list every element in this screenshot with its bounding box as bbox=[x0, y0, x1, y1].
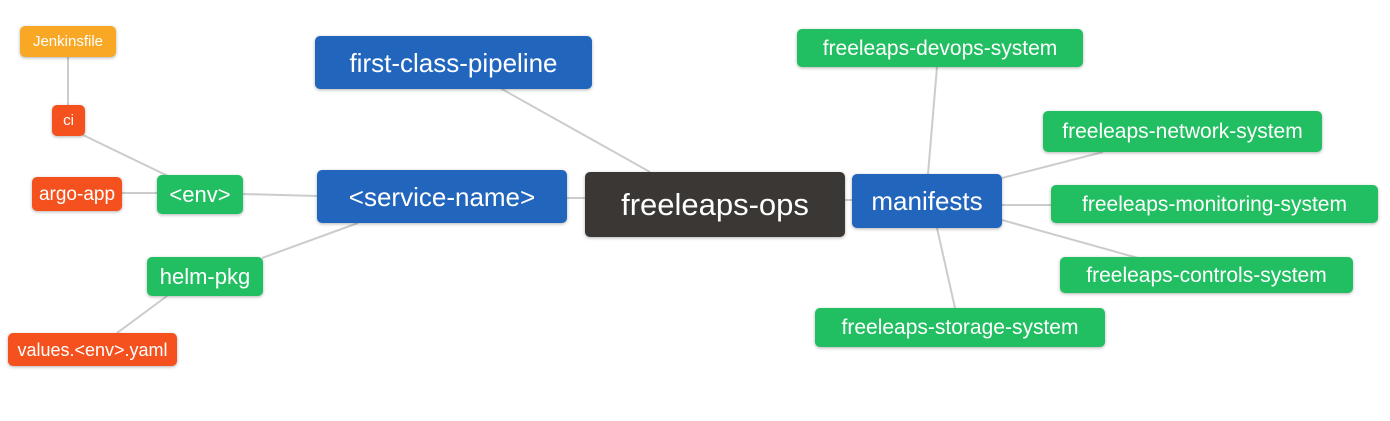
edge-values-helm-pkg bbox=[116, 295, 168, 334]
node-freeleaps-storage-system[interactable]: freeleaps-storage-system bbox=[815, 308, 1105, 347]
edge-manifests-devops bbox=[927, 66, 938, 175]
node-values-env-yaml[interactable]: values.<env>.yaml bbox=[8, 333, 177, 366]
node-freeleaps-ops[interactable]: freeleaps-ops bbox=[585, 172, 845, 237]
node-env[interactable]: <env> bbox=[157, 175, 243, 214]
edge-manifests-storage bbox=[936, 227, 956, 309]
edge-ci-env bbox=[82, 134, 171, 178]
edge-manifests-controls bbox=[1001, 219, 1139, 259]
edge-env-service-name bbox=[242, 193, 318, 197]
node-freeleaps-controls-system[interactable]: freeleaps-controls-system bbox=[1060, 257, 1353, 293]
edge-helm-pkg-service-name bbox=[261, 222, 359, 259]
edge-pipeline-freeleaps-ops bbox=[499, 87, 651, 173]
node-freeleaps-monitoring-system[interactable]: freeleaps-monitoring-system bbox=[1051, 185, 1378, 223]
node-freeleaps-network-system[interactable]: freeleaps-network-system bbox=[1043, 111, 1322, 152]
node-service-name[interactable]: <service-name> bbox=[317, 170, 567, 223]
node-manifests[interactable]: manifests bbox=[852, 174, 1002, 228]
node-argo-app[interactable]: argo-app bbox=[32, 177, 122, 211]
node-helm-pkg[interactable]: helm-pkg bbox=[147, 257, 263, 296]
edge-manifests-network bbox=[1001, 151, 1104, 179]
node-freeleaps-devops-system[interactable]: freeleaps-devops-system bbox=[797, 29, 1083, 67]
node-first-class-pipeline[interactable]: first-class-pipeline bbox=[315, 36, 592, 89]
node-jenkinsfile[interactable]: Jenkinsfile bbox=[20, 26, 116, 57]
node-ci[interactable]: ci bbox=[52, 105, 85, 136]
